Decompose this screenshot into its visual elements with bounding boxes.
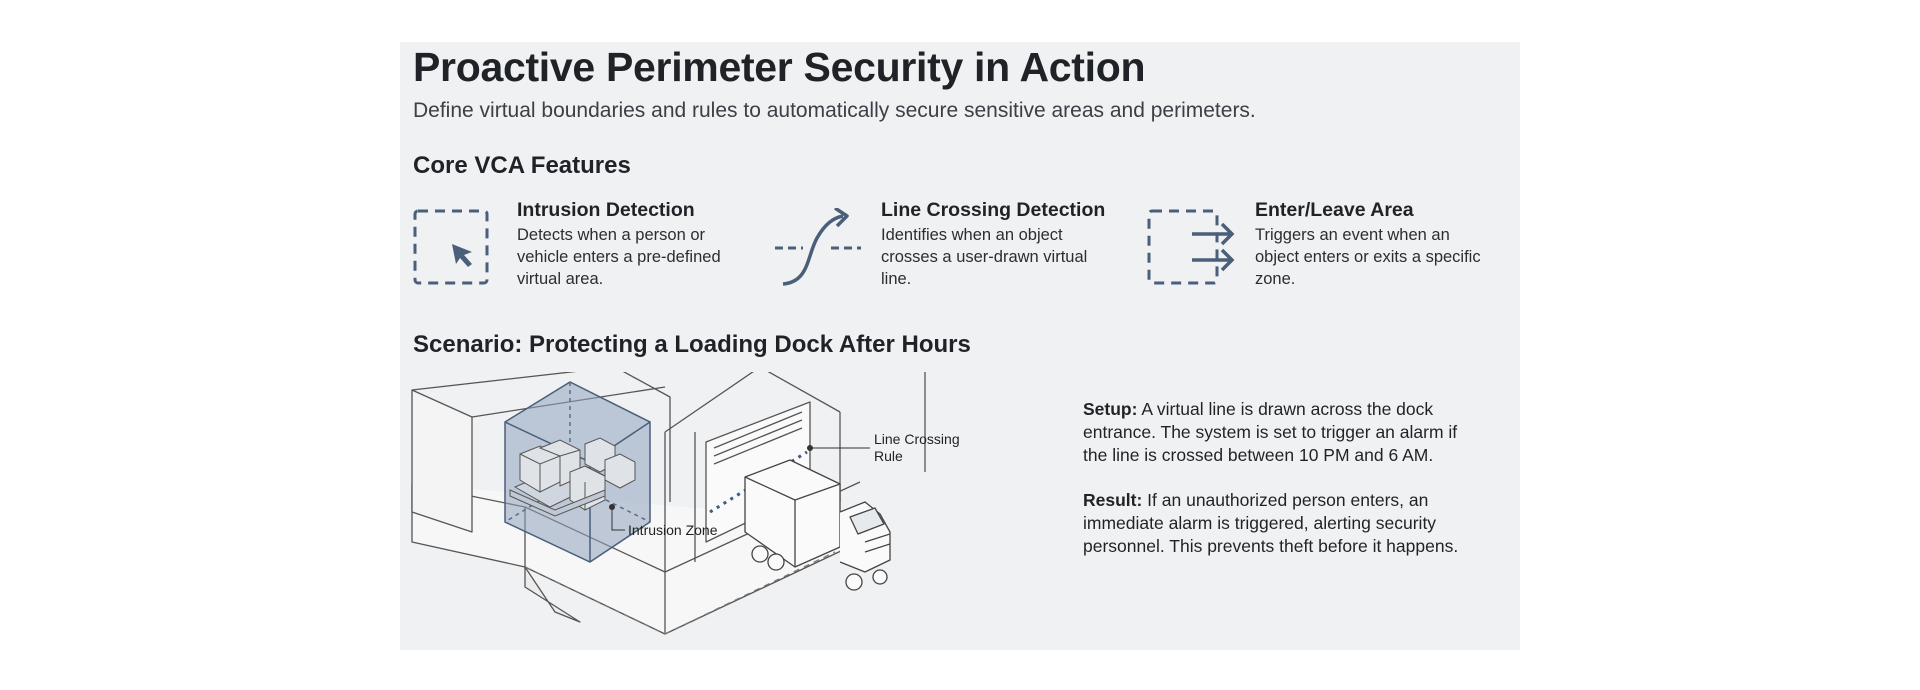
result-text: If an unauthorized person enters, an imm…	[1083, 490, 1459, 556]
features-section-title: Core VCA Features	[413, 152, 631, 179]
loading-dock-illustration: Line Crossing Rule Intrusion Zone	[411, 372, 960, 635]
scenario-section-title: Scenario: Protecting a Loading Dock Afte…	[413, 331, 971, 358]
feature-description: Triggers an event when an object enters …	[1255, 226, 1481, 288]
feature-description: Detects when a person or vehicle enters …	[517, 226, 721, 288]
setup-text: A virtual line is drawn across the dock …	[1083, 399, 1458, 465]
line-crossing-label-2: Rule	[874, 448, 903, 464]
building-wall	[411, 389, 473, 533]
dashed-box-cursor-icon	[413, 209, 489, 285]
feature-description: Identifies when an object crosses a user…	[881, 226, 1088, 288]
infographic-panel: Proactive Perimeter Security in Action D…	[400, 42, 1520, 650]
cargo-boxes	[509, 437, 636, 517]
truck	[744, 459, 891, 591]
feature-name: Enter/Leave Area	[1255, 199, 1414, 221]
feature-name: Line Crossing Detection	[881, 199, 1106, 221]
feature-name: Intrusion Detection	[517, 199, 695, 221]
result-label: Result:	[1083, 490, 1143, 510]
scenario-result: Result: If an unauthorized person enters…	[1083, 489, 1483, 558]
page-title: Proactive Perimeter Security in Action	[413, 44, 1146, 90]
line-crossing-label-1: Line Crossing	[874, 431, 960, 447]
setup-label: Setup:	[1083, 399, 1138, 419]
page-subtitle: Define virtual boundaries and rules to a…	[413, 99, 1256, 122]
scenario-setup: Setup: A virtual line is drawn across th…	[1083, 398, 1483, 467]
intrusion-zone-label: Intrusion Zone	[628, 522, 718, 538]
crossing-line-arrow-icon	[775, 208, 861, 286]
dashed-box-arrows-icon	[1147, 209, 1235, 285]
